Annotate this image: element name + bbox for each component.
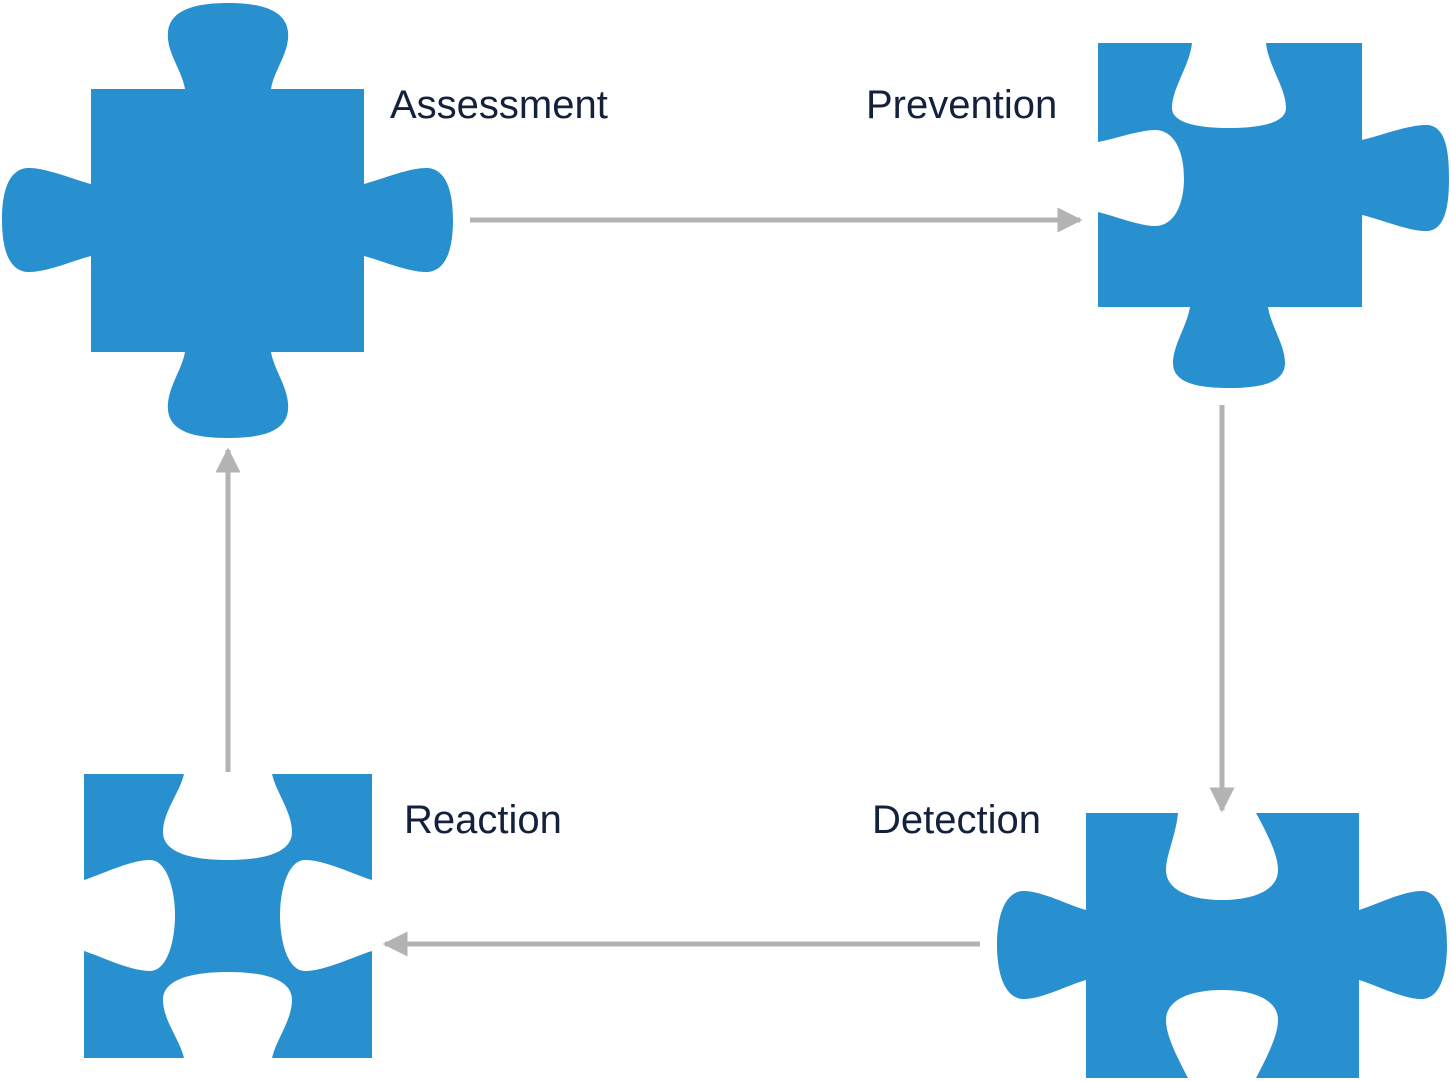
label-assessment: Assessment <box>390 83 608 127</box>
puzzle-piece-assessment <box>2 3 453 438</box>
label-detection: Detection <box>872 798 1041 842</box>
label-prevention: Prevention <box>866 83 1058 127</box>
puzzle-piece-prevention <box>1098 43 1449 388</box>
puzzle-piece-reaction <box>84 774 372 1058</box>
puzzle-piece-detection <box>997 813 1447 1078</box>
label-reaction: Reaction <box>404 798 562 842</box>
